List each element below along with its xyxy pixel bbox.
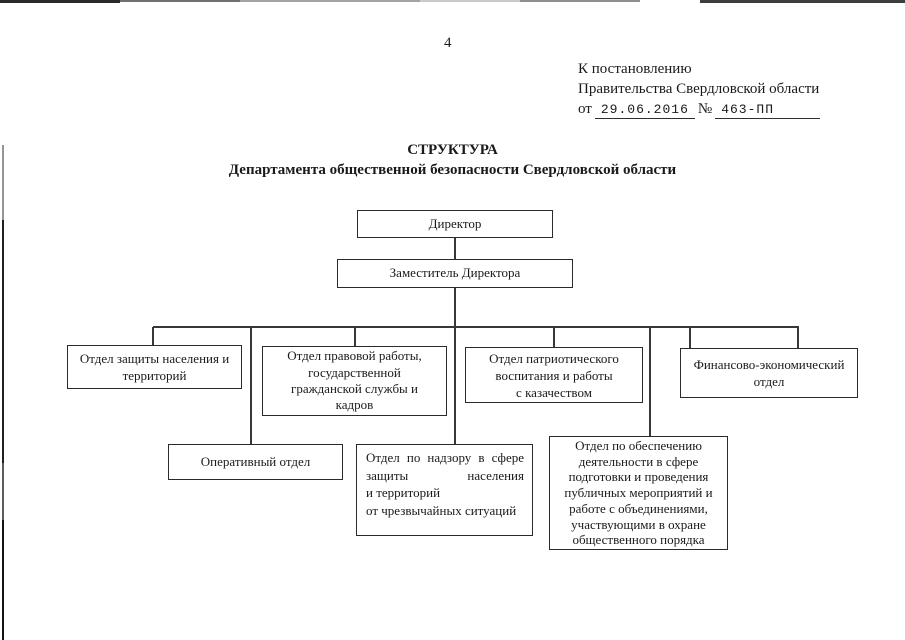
org-node-line: и территорий — [366, 485, 441, 500]
org-node-public-events-dept: Отдел по обеспечению деятельности в сфер… — [549, 436, 728, 550]
org-node-patriotic-dept: Отдел патриотического воспитания и работ… — [465, 347, 643, 403]
org-node-line: Отдел по обеспечению — [575, 438, 702, 454]
org-node-line: Заместитель Директора — [389, 265, 521, 281]
org-node-line: подготовки и проведения — [568, 469, 709, 485]
org-node-line: кадров — [335, 397, 374, 413]
org-node-line: гражданской службы и — [290, 381, 418, 396]
org-node-line: Финансово-экономический — [693, 357, 845, 372]
org-node-finance-dept: Финансово-экономический отдел — [680, 348, 858, 398]
org-node-line: общественного порядка — [572, 532, 705, 548]
org-node-line: территорий — [122, 368, 187, 383]
org-node-line: деятельности в сфере — [578, 453, 699, 469]
scan-edge-segment — [420, 0, 520, 2]
connector-line — [689, 327, 691, 349]
org-node-line: Оперативный отдел — [200, 453, 311, 469]
org-node-deputy-director: Заместитель Директора — [337, 259, 573, 288]
org-node-supervision-dept: Отдел по надзору в сфере защиты населени… — [356, 444, 533, 536]
connector-line — [797, 327, 799, 349]
org-node-line: публичных мероприятий и — [564, 485, 713, 501]
org-node-line: Директор — [428, 215, 482, 231]
scan-edge-segment — [0, 0, 120, 3]
org-node-line: защиты населения — [366, 467, 524, 483]
org-node-legal-dept: Отдел правовой работы, государственной г… — [262, 346, 447, 416]
scan-edge-segment — [120, 0, 240, 2]
org-node-line: с казачеством — [516, 384, 592, 400]
connector-line — [454, 288, 456, 444]
number-sign: № — [697, 101, 713, 117]
document-date: 29.06.2016 — [594, 102, 695, 119]
connector-line — [553, 327, 555, 348]
org-node-line: Отдел защиты населения и — [79, 351, 230, 366]
connector-line — [354, 327, 356, 347]
org-node-line: воспитания и работы — [495, 367, 613, 383]
document-title: СТРУКТУРА — [407, 142, 498, 158]
org-node-line: работе с объединениями, — [569, 500, 708, 516]
scan-edge-segment — [2, 520, 4, 640]
connector-line — [250, 327, 252, 444]
org-node-line: Отдел патриотического — [489, 350, 619, 366]
title-block: СТРУКТУРА Департамента общественной безо… — [0, 140, 905, 180]
connector-line — [454, 238, 456, 259]
document-number: 463-ПП — [715, 102, 820, 119]
org-node-line: отдел — [753, 374, 785, 389]
scan-edge-segment — [240, 0, 420, 2]
scan-edge-segment — [520, 0, 640, 2]
annotation-line: Правительства Свердловской области — [578, 81, 820, 97]
org-node-operative-dept: Оперативный отдел — [168, 444, 343, 480]
document-annotation: К постановлению Правительства Свердловск… — [578, 59, 823, 119]
org-node-line: Отдел по надзору в сфере — [366, 450, 524, 465]
scan-edge-segment — [2, 220, 4, 463]
org-node-line: государственной — [308, 364, 401, 380]
org-node-protection-dept: Отдел защиты населения и территорий — [67, 345, 242, 389]
annotation-prefix: от — [578, 101, 592, 117]
org-node-line: участвующими в охране — [571, 516, 706, 532]
org-node-director: Директор — [357, 210, 553, 238]
org-node-line: от чрезвычайных ситуаций — [366, 502, 517, 518]
annotation-line: К постановлению — [578, 61, 692, 77]
scan-edge-segment — [700, 0, 905, 3]
document-subtitle: Департамента общественной безопасности С… — [228, 162, 677, 178]
scan-edge-segment — [2, 145, 4, 220]
connector-line — [152, 327, 154, 346]
connector-line — [153, 326, 799, 328]
page-number: 4 — [444, 35, 452, 51]
scan-edge-segment — [2, 463, 4, 520]
connector-line — [649, 327, 651, 436]
org-node-line: Отдел правовой работы, — [287, 348, 422, 364]
